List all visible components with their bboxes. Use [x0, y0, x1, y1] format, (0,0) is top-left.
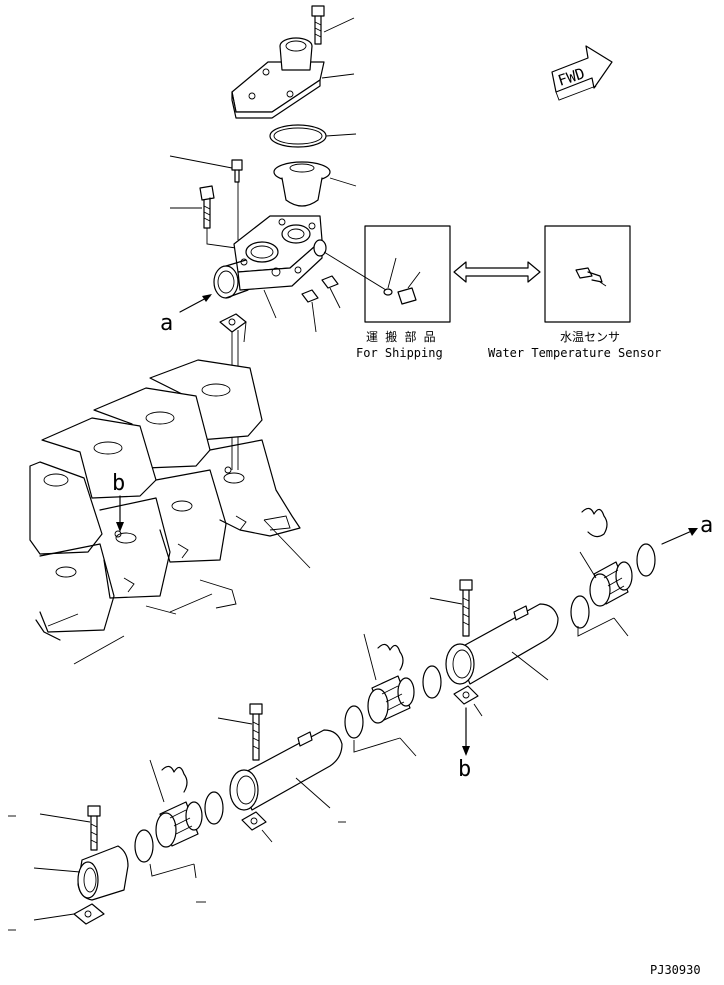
thermostat [273, 161, 357, 207]
bottom-bolt [39, 805, 101, 851]
reference-a-right: a [661, 513, 713, 545]
drawing-number: PJ30930 [650, 963, 701, 977]
shipping-japanese-label: 運 搬 部 品 [366, 329, 436, 344]
pipe-gasket-upper: b [453, 685, 483, 782]
connector-lower [134, 759, 224, 879]
sensor-japanese-label: 水温センサ [560, 330, 620, 344]
reference-a-top: a [160, 294, 212, 336]
water-pipe-lower [229, 729, 343, 811]
reference-b-left: b [112, 471, 125, 532]
fwd-arrow-icon: FWD [551, 45, 613, 101]
sensor-english-label: Water Temperature Sensor [488, 346, 661, 360]
thermostat-housing [213, 215, 327, 319]
reference-a-top-label: a [160, 311, 173, 336]
mounting-bolt-left [170, 185, 237, 249]
engine-cylinder-head [29, 359, 311, 665]
reference-a-right-label: a [700, 513, 713, 538]
o-ring [269, 124, 357, 148]
top-bolt [311, 5, 355, 45]
reference-b-left-label: b [112, 471, 125, 496]
water-temperature-sensor-box: 水温センサ Water Temperature Sensor [488, 225, 661, 360]
pipe-bolt-upper [429, 579, 473, 637]
stud-bolt [169, 155, 243, 240]
connector-middle [344, 633, 442, 757]
thermostat-cover [231, 37, 355, 119]
inlet-elbow [33, 845, 129, 901]
shipping-english-label: For Shipping [356, 346, 443, 360]
reference-b-bottom-label: b [458, 757, 471, 782]
pipe-bolt-lower [217, 703, 263, 761]
water-pipe-upper [445, 603, 559, 685]
drain-plug-1 [301, 289, 319, 333]
drain-plug-2 [321, 275, 341, 309]
elbow-gasket [33, 903, 105, 925]
connector-right [570, 507, 656, 637]
shipping-parts-box: 運 搬 部 品 For Shipping [323, 225, 451, 360]
pipe-gasket-lower [241, 811, 346, 843]
double-arrow-icon [453, 261, 541, 283]
